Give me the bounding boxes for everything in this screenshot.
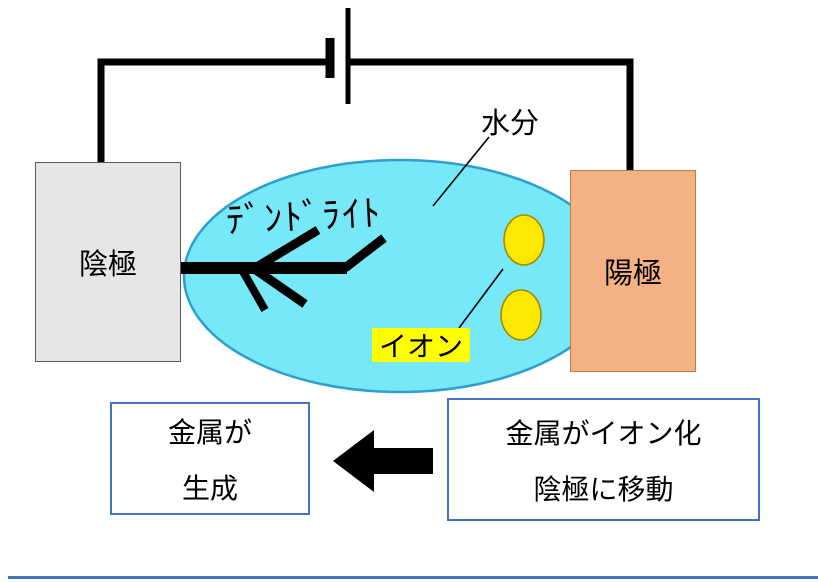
result-box-line2: 生成: [181, 473, 238, 505]
ion-leader-line: [458, 268, 504, 329]
dendrite-label: ﾃﾞﾝﾄﾞﾗｲﾄ: [225, 192, 384, 242]
battery-symbol-icon: [325, 8, 351, 104]
bottom-divider: [8, 576, 818, 579]
anode-label: 陽極: [603, 258, 662, 290]
wire-right: [348, 58, 634, 174]
result-box-line1: 金属が: [167, 417, 252, 449]
moisture-label: 水分: [481, 108, 540, 140]
ion-label: イオン: [378, 332, 463, 363]
result-box: 金属が 生成: [110, 402, 310, 515]
cathode-electrode: 陰極: [35, 162, 181, 362]
arrow-left-icon: [333, 430, 433, 492]
anode-electrode: 陽極: [570, 170, 696, 372]
ion-label-highlight: イオン: [372, 328, 470, 363]
process-box: 金属がイオン化 陰極に移動: [447, 398, 760, 521]
process-box-line1: 金属がイオン化: [505, 418, 702, 450]
cathode-label: 陰極: [78, 249, 137, 281]
moisture-leader-line: [432, 136, 490, 207]
process-box-line2: 陰極に移動: [533, 474, 674, 506]
wire-left: [97, 58, 327, 166]
dendrite-branches-icon: [179, 226, 387, 312]
metal-ion-particles: [500, 214, 545, 341]
